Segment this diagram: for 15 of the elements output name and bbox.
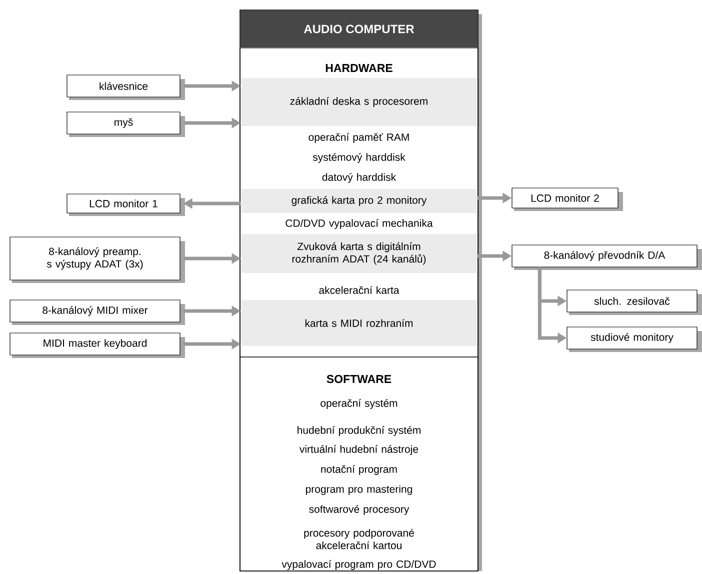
component-band: grafická karta pro 2 monitory xyxy=(241,189,477,213)
device-box: myš xyxy=(66,112,185,137)
device-box: 8-kanálový preamp. s výstupy ADAT (3x) xyxy=(10,236,185,283)
component-band: základní deska s procesorem xyxy=(241,78,477,126)
device-box: LCD monitor 2 xyxy=(512,188,623,211)
device-box: klávesnice xyxy=(66,74,185,100)
device-box: studiové monitory xyxy=(566,326,702,352)
device-box: 8-kanálový MIDI mixer xyxy=(10,300,185,325)
device-box: 8-kanálový převodník D/A xyxy=(512,244,702,270)
component-band: Zvuková karta s digitálním rozhraním ADAT (24 kanálů) xyxy=(241,234,477,273)
component-band: karta s MIDI rozhraním xyxy=(241,300,477,346)
software-section: SOFTWARE operační systém hudební produkční systém virtuální hudební nástroje notační program program pro mastering softwarové procesory procesory podporované akcelerační kartou vypalovací program pro CD/DVD xyxy=(240,356,478,572)
device-box: MIDI master keyboard xyxy=(10,332,185,358)
device-box: LCD monitor 1 xyxy=(66,194,185,216)
device-box: sluch. zesilovač xyxy=(566,290,702,315)
